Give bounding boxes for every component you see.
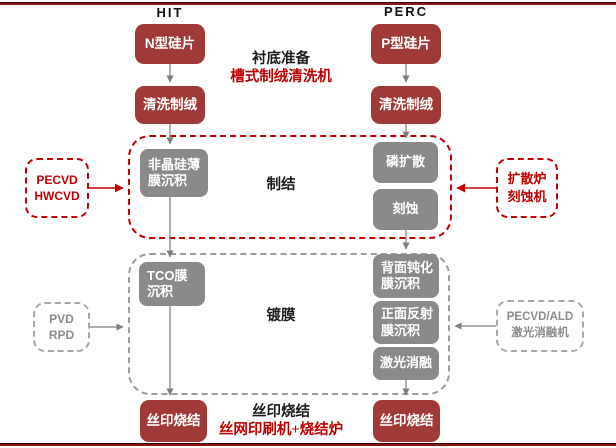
top-rule <box>0 2 616 5</box>
hit-tco-deposition-box: TCO膜 沉积 <box>139 262 205 306</box>
perc-diffusion-box: 磷扩散 <box>373 142 438 183</box>
perc-front-reflection-box: 正面反射 膜沉积 <box>373 301 439 344</box>
perc-laser-ablation-box: 激光消融 <box>373 347 439 380</box>
hit-wafer-box: N型硅片 <box>135 24 205 64</box>
coating-stage-label: 镀膜 <box>266 308 296 324</box>
screen-printing-label: 丝印烧结 <box>252 404 310 420</box>
hit-texturing-box: 清洗制绒 <box>135 86 205 124</box>
substrate-prep-equipment-label: 槽式制绒清洗机 <box>230 69 332 85</box>
junction-stage-frame <box>128 135 452 239</box>
hit-printing-box: 丝印烧结 <box>140 400 207 442</box>
coating-stage-frame <box>128 253 450 395</box>
screen-printing-equipment-label: 丝网印刷机+烧结炉 <box>218 422 344 438</box>
perc-etching-box: 刻蚀 <box>373 189 438 230</box>
coating-hit-equipment-box: PVD RPD <box>33 302 90 352</box>
column-header-perc: PERC <box>383 4 429 19</box>
junction-perc-equipment-box: 扩散炉 刻蚀机 <box>496 158 558 218</box>
hit-amorphous-deposition-box: 非晶硅薄 膜沉积 <box>140 149 208 197</box>
bottom-rule <box>0 443 616 446</box>
junction-stage-label: 制结 <box>266 177 296 193</box>
coating-perc-equipment-box: PECVD/ALD 激光消融机 <box>496 300 584 352</box>
perc-back-passivation-box: 背面钝化 膜沉积 <box>373 254 439 298</box>
perc-printing-box: 丝印烧结 <box>373 400 440 442</box>
column-header-hit: HIT <box>156 5 184 20</box>
substrate-prep-label: 衬底准备 <box>252 51 310 67</box>
perc-wafer-box: P型硅片 <box>371 24 441 64</box>
junction-hit-equipment-box: PECVD HWCVD <box>25 158 89 218</box>
perc-texturing-box: 清洗制绒 <box>371 86 441 124</box>
